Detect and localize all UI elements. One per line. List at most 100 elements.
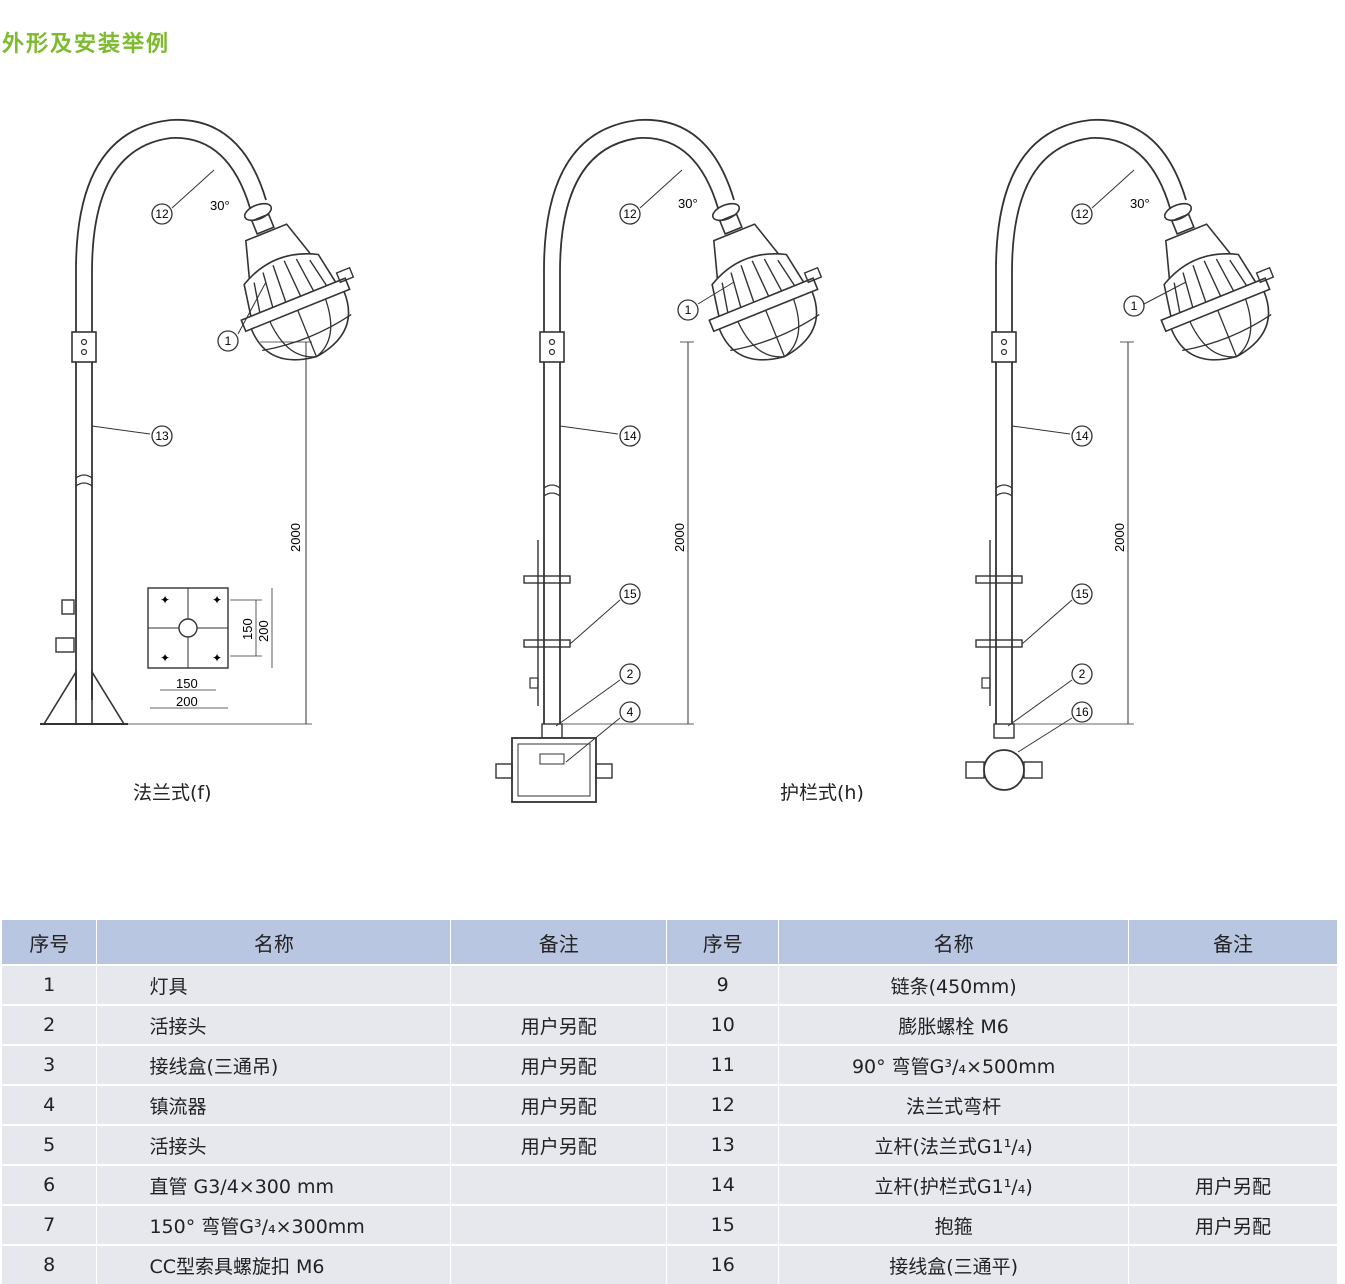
cell-note: 用户另配 xyxy=(1128,1204,1338,1245)
col-header-note: 备注 xyxy=(450,920,668,965)
cell-note xyxy=(1128,1124,1338,1165)
cell-note xyxy=(1128,1244,1338,1284)
table-row: 4 镇流器 用户另配 12 法兰式弯杆 xyxy=(2,1084,1338,1125)
angle-label: 30° xyxy=(210,198,230,213)
callout-1: 1 xyxy=(685,303,692,317)
callout-14: 14 xyxy=(623,429,637,443)
cell-note xyxy=(1128,1044,1338,1085)
col-header-no: 序号 xyxy=(2,920,98,965)
cell-note xyxy=(450,1164,668,1205)
cell-no: 1 xyxy=(2,964,98,1005)
col-header-name: 名称 xyxy=(778,920,1130,965)
cell-name: 法兰式弯杆 xyxy=(778,1084,1130,1125)
callout-14: 14 xyxy=(1075,429,1089,443)
cell-no: 6 xyxy=(2,1164,98,1205)
cell-name: 镇流器 xyxy=(96,1084,452,1125)
cell-note xyxy=(450,1244,668,1284)
cell-note xyxy=(450,1204,668,1245)
table-row: 3 接线盒(三通吊) 用户另配 11 90° 弯管G³/₄×500mm xyxy=(2,1044,1338,1085)
cell-note xyxy=(1128,964,1338,1005)
cell-name: CC型索具螺旋扣 M6 xyxy=(96,1244,452,1284)
callout-13: 13 xyxy=(155,429,169,443)
svg-text:✦: ✦ xyxy=(160,651,170,665)
cell-note: 用户另配 xyxy=(450,1004,668,1045)
cell-no: 4 xyxy=(2,1084,98,1125)
table-row: 6 直管 G3/4×300 mm 14 立杆(护栏式G1¹/₄) 用户另配 xyxy=(2,1164,1338,1205)
guardrail-type-drawing-b xyxy=(965,118,1297,791)
col-header-no: 序号 xyxy=(666,920,780,965)
svg-text:✦: ✦ xyxy=(212,593,222,607)
height-label: 2000 xyxy=(1112,523,1127,552)
svg-text:✦: ✦ xyxy=(212,651,222,665)
cell-no: 14 xyxy=(666,1164,780,1205)
callout-12: 12 xyxy=(623,207,637,221)
callout-1: 1 xyxy=(225,334,232,348)
cell-name: 活接头 xyxy=(96,1004,452,1045)
cell-no: 3 xyxy=(2,1044,98,1085)
callout-12: 12 xyxy=(155,207,169,221)
cell-no: 2 xyxy=(2,1004,98,1045)
flange-type-drawing: ✦ ✦ ✦ ✦ xyxy=(40,118,377,725)
callout-4: 4 xyxy=(627,705,634,719)
cell-no: 15 xyxy=(666,1204,780,1245)
height-label: 2000 xyxy=(288,523,303,552)
caption-flange: 法兰式(f) xyxy=(133,782,212,804)
cell-name: 直管 G3/4×300 mm xyxy=(96,1164,452,1205)
col-header-name: 名称 xyxy=(96,920,452,965)
cell-no: 8 xyxy=(2,1244,98,1284)
cell-name: 150° 弯管G³/₄×300mm xyxy=(96,1204,452,1245)
base-dim-200-h: 200 xyxy=(176,694,198,709)
parts-table: 序号 名称 备注 序号 名称 备注 1 灯具 9 链条(450mm) 2 活接头… xyxy=(2,920,1338,1284)
cell-name: 抱箍 xyxy=(778,1204,1130,1245)
angle-label: 30° xyxy=(1130,196,1150,211)
table-row: 7 150° 弯管G³/₄×300mm 15 抱箍 用户另配 xyxy=(2,1204,1338,1245)
cell-note: 用户另配 xyxy=(1128,1164,1338,1205)
page-title: 外形及安装举例 xyxy=(2,32,171,57)
cell-note xyxy=(450,964,668,1005)
cell-no: 5 xyxy=(2,1124,98,1165)
callouts: 12 1 13 12 1 14 15 2 4 12 1 14 15 2 16 xyxy=(151,203,1145,723)
table-row: 8 CC型索具螺旋扣 M6 16 接线盒(三通平) xyxy=(2,1244,1338,1284)
cell-name: 立杆(护栏式G1¹/₄) xyxy=(778,1164,1130,1205)
cell-no: 9 xyxy=(666,964,780,1005)
cell-name: 膨胀螺栓 M6 xyxy=(778,1004,1130,1045)
cell-no: 7 xyxy=(2,1204,98,1245)
cell-no: 16 xyxy=(666,1244,780,1284)
cell-no: 10 xyxy=(666,1004,780,1045)
callout-15: 15 xyxy=(1075,587,1089,601)
callout-2: 2 xyxy=(1079,667,1086,681)
dimension-labels: 30° 30° 30° 2000 2000 2000 150 200 150 2… xyxy=(176,196,1150,709)
table-row: 5 活接头 用户另配 13 立杆(法兰式G1¹/₄) xyxy=(2,1124,1338,1165)
cell-no: 13 xyxy=(666,1124,780,1165)
base-dim-150-v: 150 xyxy=(240,618,255,640)
callout-15: 15 xyxy=(623,587,637,601)
cell-name: 链条(450mm) xyxy=(778,964,1130,1005)
callout-2: 2 xyxy=(627,667,634,681)
cell-name: 接线盒(三通平) xyxy=(778,1244,1130,1284)
callout-16: 16 xyxy=(1075,705,1089,719)
installation-drawings: ✦ ✦ ✦ ✦ xyxy=(40,118,1297,803)
cell-no: 11 xyxy=(666,1044,780,1085)
cell-name: 接线盒(三通吊) xyxy=(96,1044,452,1085)
callout-1: 1 xyxy=(1131,299,1138,313)
cell-note: 用户另配 xyxy=(450,1124,668,1165)
cell-no: 12 xyxy=(666,1084,780,1125)
cell-note xyxy=(1128,1084,1338,1125)
col-header-note: 备注 xyxy=(1128,920,1338,965)
height-label: 2000 xyxy=(672,523,687,552)
base-dim-200-v: 200 xyxy=(256,620,271,642)
cell-note: 用户另配 xyxy=(450,1084,668,1125)
svg-text:✦: ✦ xyxy=(160,593,170,607)
callout-12: 12 xyxy=(1075,207,1089,221)
guardrail-type-drawing-a xyxy=(495,118,845,803)
table-header-row: 序号 名称 备注 序号 名称 备注 xyxy=(2,920,1338,965)
cell-name: 90° 弯管G³/₄×500mm xyxy=(778,1044,1130,1085)
angle-label: 30° xyxy=(678,196,698,211)
base-dim-150-h: 150 xyxy=(176,676,198,691)
cell-name: 活接头 xyxy=(96,1124,452,1165)
cell-note: 用户另配 xyxy=(450,1044,668,1085)
table-row: 2 活接头 用户另配 10 膨胀螺栓 M6 xyxy=(2,1004,1338,1045)
caption-guardrail: 护栏式(h) xyxy=(780,782,864,804)
cell-name: 立杆(法兰式G1¹/₄) xyxy=(778,1124,1130,1165)
cell-note xyxy=(1128,1004,1338,1045)
